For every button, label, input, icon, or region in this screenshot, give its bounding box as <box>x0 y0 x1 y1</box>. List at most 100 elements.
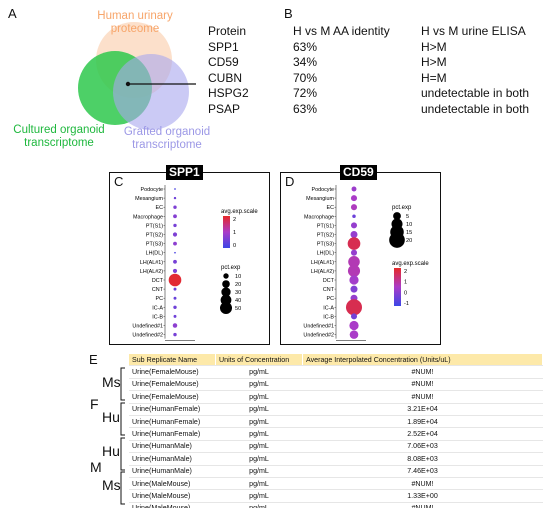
dot-lh(al#1) <box>348 255 360 268</box>
color-legend-title: avg.exp.scale <box>221 209 258 215</box>
dot-dct <box>168 273 182 287</box>
y-tick-label: IC-A <box>323 305 334 311</box>
group-brackets <box>120 367 125 505</box>
y-tick-label: PC <box>156 296 164 302</box>
cell-name: Urine(FemaleMouse) <box>129 365 216 379</box>
dot-pc <box>173 296 177 300</box>
venn-diagram <box>78 22 196 130</box>
y-tick-label: LH(DL) <box>146 251 164 257</box>
y-tick-label: LH(AL#1) <box>140 260 163 266</box>
dotplot-cd59-frame <box>280 172 441 345</box>
cell-concentration: #NUM! <box>302 390 543 404</box>
size-legend-title: pct.exp <box>392 205 412 211</box>
panel-label-e: E <box>89 352 98 367</box>
cell-name: Urine(HumanMale) <box>129 465 216 478</box>
table-row: Urine(FemaleMouse)pg/mL#NUM! <box>129 378 543 392</box>
y-tick-label: Mesangium <box>306 196 334 202</box>
dot-ic-b <box>350 313 358 320</box>
y-tick-label: Mesangium <box>135 196 163 202</box>
dot-undefined#1 <box>172 323 178 328</box>
cell-concentration: 2.52E+04 <box>302 427 543 441</box>
dot-lh(al#2) <box>347 264 361 277</box>
cell-concentration: #NUM! <box>302 365 543 379</box>
size-legend-dot <box>221 287 231 297</box>
y-tick-label: IC-A <box>152 305 163 311</box>
dot-mesangium <box>350 195 358 202</box>
color-tick-label: -1 <box>404 301 409 307</box>
y-tick-label: Undefined#1 <box>132 324 163 330</box>
size-legend-dot <box>393 212 401 220</box>
table-header-row: Sub Replicate Name Units of Concentratio… <box>129 354 543 367</box>
size-tick-label: 40 <box>235 298 241 304</box>
group-label-hu-1: Hu <box>102 409 120 425</box>
elisa-table: Sub Replicate Name Units of Concentratio… <box>129 354 543 508</box>
elisa-column: H vs M urine ELISA H>M H>M H=M undetecta… <box>421 24 530 116</box>
cell-units: pg/mL <box>215 477 303 491</box>
color-tick-label: 1 <box>404 280 407 286</box>
size-tick-label: 20 <box>235 282 241 288</box>
y-tick-label: IC-B <box>323 314 334 320</box>
col-header-name: Sub Replicate Name <box>129 354 216 367</box>
y-tick-label: Podocyte <box>141 187 163 193</box>
group-label-m: M <box>90 459 102 475</box>
panel-label-b: B <box>284 6 293 21</box>
y-tick-label: LH(AL#2) <box>140 269 163 275</box>
group-label-hu-2: Hu <box>102 443 120 459</box>
venn-pointer-dot <box>125 81 131 87</box>
cell-concentration: #NUM! <box>302 502 543 508</box>
dot-pt(s2) <box>350 231 358 238</box>
cell-name: Urine(HumanMale) <box>129 440 216 454</box>
cell-name: Urine(HumanFemale) <box>129 403 216 416</box>
dot-pt(s1) <box>350 222 358 229</box>
dotplot-cd59: PodocyteMesangiumECMacrophagePT(S1)PT(S2… <box>303 185 429 341</box>
table-row: Urine(FemaleMouse)pg/mL#NUM! <box>129 390 543 404</box>
table-row: Urine(MaleMouse)pg/mL#NUM! <box>129 502 543 508</box>
size-legend-title: pct.exp <box>221 265 241 271</box>
size-tick-label: 5 <box>406 214 409 220</box>
y-tick-label: DCT <box>152 278 164 284</box>
group-label-f: F <box>90 396 99 412</box>
cell-units: pg/mL <box>215 390 303 404</box>
size-legend-dot <box>219 301 233 315</box>
dot-mesangium <box>173 196 177 200</box>
cell-units: pg/mL <box>215 365 303 379</box>
size-tick-label: 10 <box>235 274 241 280</box>
dot-pt(s3) <box>173 241 177 246</box>
cell-concentration: #NUM! <box>302 477 543 491</box>
cell-concentration: 7.46E+03 <box>302 465 543 478</box>
cell-name: Urine(MaleMouse) <box>129 502 216 508</box>
y-tick-label: PT(S3) <box>146 242 163 248</box>
table-body: Urine(FemaleMouse)pg/mL#NUM!Urine(Female… <box>129 365 543 508</box>
group-label-ms-1: Ms <box>102 374 121 390</box>
y-tick-label: LH(AL#2) <box>311 269 334 275</box>
dot-lh(al#1) <box>173 259 177 264</box>
cell-name: Urine(HumanFemale) <box>129 415 216 429</box>
y-tick-label: PT(S2) <box>317 233 334 239</box>
cell-units: pg/mL <box>215 427 303 441</box>
cell-concentration: #NUM! <box>302 378 543 392</box>
col-header-concentration: Average Interpolated Concentration (Unit… <box>302 354 543 367</box>
dot-lh(al#2) <box>172 268 178 273</box>
cell-name: Urine(HumanFemale) <box>129 427 216 441</box>
cell-name: Urine(FemaleMouse) <box>129 378 216 392</box>
size-legend-dot <box>223 273 229 279</box>
cell-concentration: 7.06E+03 <box>302 440 543 454</box>
dot-macrophage <box>173 214 177 219</box>
group-label-ms-2: Ms <box>102 477 121 493</box>
dot-podocyte <box>351 186 357 192</box>
cell-concentration: 8.08E+03 <box>302 452 543 466</box>
color-tick-label: 2 <box>233 217 236 223</box>
y-tick-label: Undefined#2 <box>132 333 163 339</box>
size-tick-label: 10 <box>406 222 412 228</box>
color-tick-label: 0 <box>404 290 407 296</box>
size-tick-label: 30 <box>235 290 241 296</box>
y-tick-label: EC <box>156 205 164 211</box>
dotplot-spp1-title: SPP1 <box>166 165 203 180</box>
dotplot-cd59-title: CD59 <box>340 165 377 180</box>
y-tick-label: IC-B <box>152 314 163 320</box>
